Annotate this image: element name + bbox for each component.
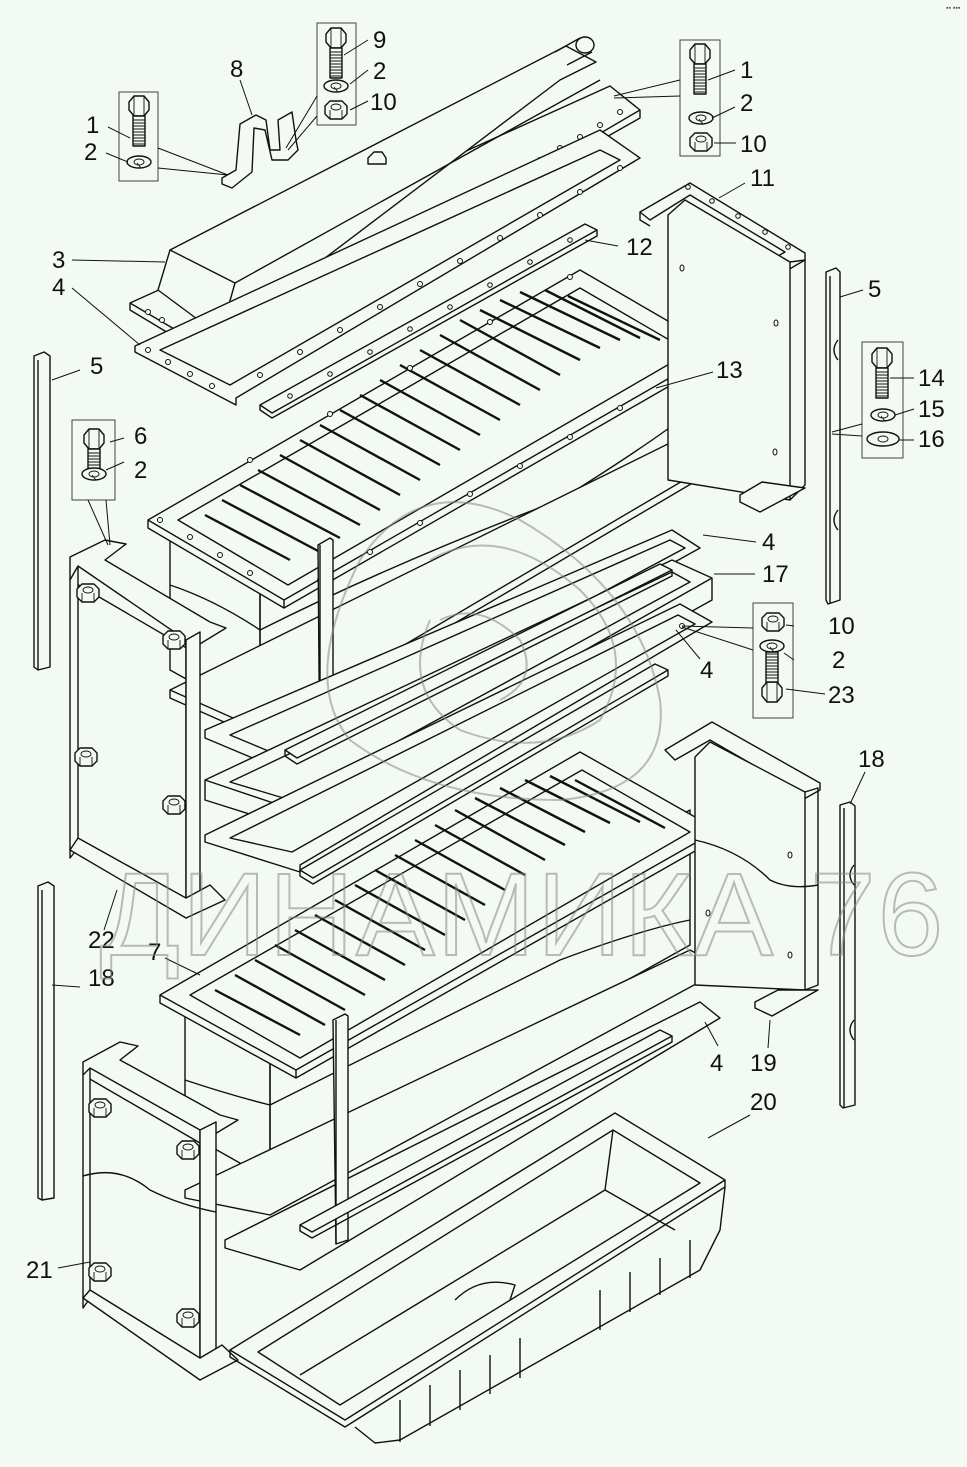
washer-icon — [759, 639, 785, 653]
callout-4: 4 — [700, 657, 713, 684]
hardware-group-bracket-right — [285, 22, 357, 151]
nut-icon — [176, 1140, 200, 1160]
callout-4: 4 — [762, 529, 775, 556]
lower-tank — [229, 1112, 726, 1444]
callout-23: 23 — [828, 682, 855, 709]
callout-11: 11 — [750, 165, 775, 192]
bolt-icon — [761, 651, 783, 703]
side-strip-right-lower — [839, 801, 856, 1109]
side-strip-left-lower — [37, 881, 55, 1201]
strip — [259, 223, 598, 419]
callout-5: 5 — [868, 276, 881, 303]
callout-9: 9 — [373, 27, 386, 54]
upper-core — [147, 269, 719, 739]
nut-icon — [176, 1308, 200, 1328]
bolt-icon — [325, 27, 347, 79]
callout-14: 14 — [918, 365, 945, 392]
callout-10: 10 — [828, 613, 855, 640]
callout-2: 2 — [740, 90, 753, 117]
bolt-icon — [689, 43, 711, 95]
nut-icon — [324, 100, 348, 120]
nut-icon — [74, 747, 98, 767]
hardware-group-side-strip — [831, 341, 904, 459]
nut-icon — [76, 583, 100, 603]
callout-10: 10 — [370, 89, 397, 116]
strip-lower — [284, 563, 673, 885]
nut-icon — [162, 795, 186, 815]
callout-2: 2 — [84, 139, 97, 166]
bracket — [221, 111, 299, 189]
callout-1: 1 — [740, 57, 753, 84]
washer-icon — [688, 111, 714, 125]
washer-icon — [81, 467, 107, 481]
watermark-text: ДИНАМИКА 76 — [100, 849, 945, 981]
gasket-upper — [134, 129, 641, 406]
tube-slots — [204, 288, 661, 562]
washer-icon — [870, 408, 896, 422]
corner-mark: ▪▪ ▪▪▪ — [946, 5, 961, 12]
strip-bottom — [299, 1029, 673, 1239]
bolt-icon — [128, 95, 150, 147]
hardware-group-bracket-left — [118, 91, 229, 182]
callout-21: 21 — [26, 1257, 53, 1284]
callout-2: 2 — [134, 457, 147, 484]
washer-icon — [126, 155, 152, 169]
gasket-middle-lower — [204, 603, 713, 873]
nut-icon — [761, 612, 785, 632]
nut-icon — [689, 132, 713, 152]
watermark: ДИНАМИКА 76 — [99, 501, 945, 982]
callout-8: 8 — [230, 56, 243, 83]
callout-16: 16 — [918, 426, 945, 453]
right-lower-side-frame — [664, 721, 821, 1017]
callout-19: 19 — [750, 1050, 777, 1077]
callout-3: 3 — [52, 247, 65, 274]
callout-13: 13 — [716, 357, 743, 384]
callout-18: 18 — [88, 965, 115, 992]
tube-slots-lower — [214, 774, 666, 1037]
side-strip-left-upper — [33, 351, 51, 671]
nut-icon — [88, 1262, 112, 1282]
callout-15: 15 — [918, 396, 945, 423]
nut-icon — [88, 1098, 112, 1118]
callout-20: 20 — [750, 1089, 777, 1116]
callout-18: 18 — [858, 746, 885, 773]
callout-2: 2 — [373, 58, 386, 85]
hardware-group-tank-right — [613, 39, 721, 157]
callout-17: 17 — [762, 561, 789, 588]
callout-5: 5 — [90, 353, 103, 380]
callout-1: 1 — [86, 112, 99, 139]
callout-22: 22 — [88, 927, 115, 954]
flat-washer-icon — [866, 431, 900, 447]
callout-4: 4 — [52, 274, 65, 301]
leader-lines — [51, 39, 915, 1269]
callout-2: 2 — [832, 647, 845, 674]
hardware-group-plates — [681, 602, 794, 719]
left-upper-side-frame — [69, 539, 227, 919]
bolt-icon — [871, 347, 893, 399]
callout-4: 4 — [710, 1050, 723, 1077]
right-upper-side-frame — [639, 182, 806, 513]
callout-6: 6 — [134, 423, 147, 450]
callout-10: 10 — [740, 131, 767, 158]
callout-labels: 1 2 8 9 2 10 1 2 10 11 3 12 4 5 5 13 14 … — [26, 27, 945, 1284]
watermark-logo-icon — [326, 501, 662, 802]
callout-12: 12 — [626, 234, 653, 261]
left-lower-side-frame — [82, 1041, 239, 1381]
callout-7: 7 — [148, 939, 161, 966]
hardware-group-frame-left — [71, 419, 116, 546]
washer-icon — [323, 79, 349, 93]
nut-icon — [162, 630, 186, 650]
side-strip-right-upper — [825, 267, 841, 605]
filler-cap-icon — [367, 151, 387, 165]
